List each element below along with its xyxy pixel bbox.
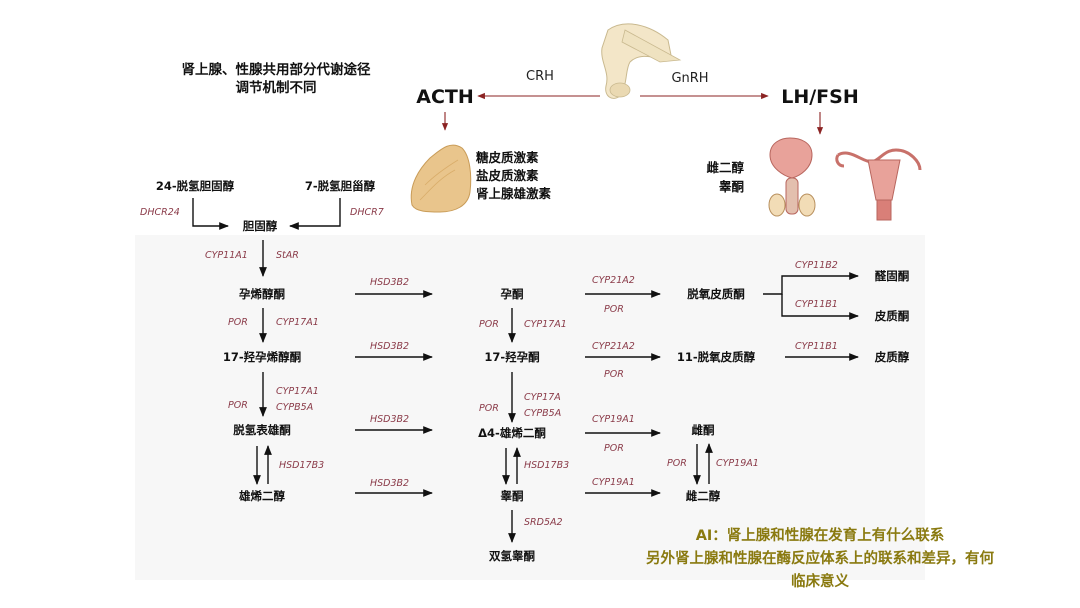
node-dhea: 脱氢表雄酮 xyxy=(233,423,291,437)
ai-note-line2: 另外肾上腺和性腺在酶反应体系上的联系和差异，有何 xyxy=(646,549,994,567)
enzyme-srd5a2: SRD5A2 xyxy=(524,517,563,528)
enzyme-por-5: POR xyxy=(604,304,624,315)
enzyme-hsd17b3-2: HSD17B3 xyxy=(524,460,569,471)
enzyme-por-7: POR xyxy=(604,443,624,454)
node-7-dehydrocholesterol: 7-脱氢胆甾醇 xyxy=(305,179,376,193)
adrenal-gland-illustration xyxy=(410,144,472,213)
node-17oh-progesterone: 17-羟孕酮 xyxy=(484,350,539,364)
gonad-hormone-1: 雌二醇 xyxy=(706,160,744,175)
enzyme-cyp21a2-1: CYP21A2 xyxy=(592,275,635,286)
enzyme-dhcr7: DHCR7 xyxy=(350,207,384,218)
edge-cyp11b2 xyxy=(763,272,859,295)
enzyme-hsd17b3-1: HSD17B3 xyxy=(279,460,324,471)
enzyme-cyp17a1-3: CYP17A1 xyxy=(524,319,567,330)
enzyme-por-6: POR xyxy=(604,369,624,380)
node-androstenediol: 雄烯二醇 xyxy=(238,489,285,503)
adrenal-hormone-2: 盐皮质激素 xyxy=(476,168,539,183)
node-progesterone: 孕酮 xyxy=(501,287,524,301)
enzyme-hsd3b2-4: HSD3B2 xyxy=(370,478,409,489)
enzyme-cyp17a1-2: CYP17A1 xyxy=(276,386,319,397)
adrenal-hormone-3: 肾上腺雄激素 xyxy=(476,186,552,201)
node-corticosterone: 皮质酮 xyxy=(874,309,910,323)
enzyme-por-3: POR xyxy=(479,319,499,330)
enzyme-dhcr24: DHCR24 xyxy=(140,207,180,218)
enzyme-cyp11b1-2: CYP11B1 xyxy=(795,341,838,352)
ai-note-line3: 临床意义 xyxy=(791,572,849,590)
gonad-hormone-2: 睾酮 xyxy=(719,179,744,194)
node-testosterone: 睾酮 xyxy=(501,489,524,503)
node-estradiol: 雌二醇 xyxy=(686,489,721,503)
enzyme-cyp17a1-1: CYP17A1 xyxy=(276,317,319,328)
enzyme-cypb5a-2: CYPB5A xyxy=(524,408,561,419)
enzyme-por-4: POR xyxy=(479,403,499,414)
enzyme-cyp11b2: CYP11B2 xyxy=(795,260,838,271)
lhfsh-label: LH/FSH xyxy=(781,86,859,108)
gnrh-label: GnRH xyxy=(671,71,708,86)
enzyme-cyp19a1-3: CYP19A1 xyxy=(716,458,759,469)
node-17oh-pregnenolone: 17-羟孕烯醇酮 xyxy=(223,350,301,364)
enzyme-cypb5a-1: CYPB5A xyxy=(276,402,313,413)
node-aldosterone: 醛固酮 xyxy=(875,269,910,283)
node-dht: 双氢睾酮 xyxy=(488,549,535,563)
male-reproductive-illustration xyxy=(768,137,816,217)
node-cortisol: 皮质醇 xyxy=(874,350,910,364)
node-cholesterol: 胆固醇 xyxy=(243,219,278,233)
header-note-line2: 调节机制不同 xyxy=(236,79,317,96)
enzyme-por-2: POR xyxy=(228,400,248,411)
enzyme-hsd3b2-1: HSD3B2 xyxy=(370,277,409,288)
node-24-dehydrocholesterol: 24-脱氢胆固醇 xyxy=(156,179,235,193)
enzyme-cyp17a: CYP17A xyxy=(524,392,561,403)
enzyme-por-8: POR xyxy=(667,458,687,469)
edge-7dhc-cholesterol xyxy=(289,198,341,230)
female-reproductive-illustration xyxy=(835,148,922,221)
adrenal-hormone-1: 糖皮质激素 xyxy=(476,150,539,165)
edge-cyp11b1-1 xyxy=(781,294,859,320)
enzyme-cyp11b1-1: CYP11B1 xyxy=(795,299,838,310)
pituitary-illustration xyxy=(601,23,682,99)
node-pregnenolone: 孕烯醇酮 xyxy=(239,287,285,301)
enzyme-star: StAR xyxy=(276,250,299,261)
acth-label: ACTH xyxy=(416,86,474,108)
enzyme-hsd3b2-3: HSD3B2 xyxy=(370,414,409,425)
enzyme-cyp21a2-2: CYP21A2 xyxy=(592,341,635,352)
enzyme-hsd3b2-2: HSD3B2 xyxy=(370,341,409,352)
node-deoxycorticosterone: 脱氧皮质酮 xyxy=(687,287,745,301)
edge-24dhc-cholesterol xyxy=(192,198,229,230)
enzyme-cyp11a1: CYP11A1 xyxy=(205,250,248,261)
node-estrone: 雌酮 xyxy=(692,423,715,437)
header-note-line1: 肾上腺、性腺共用部分代谢途径 xyxy=(182,61,371,78)
enzyme-cyp19a1-1: CYP19A1 xyxy=(592,414,635,425)
ai-note-line1: AI：肾上腺和性腺在发育上有什么联系 xyxy=(696,526,945,544)
node-11-deoxycortisol: 11-脱氧皮质醇 xyxy=(677,350,756,364)
node-androstenedione: Δ4-雄烯二酮 xyxy=(478,426,546,440)
enzyme-cyp19a1-2: CYP19A1 xyxy=(592,477,635,488)
crh-label: CRH xyxy=(526,69,554,84)
enzyme-por-1: POR xyxy=(228,317,248,328)
